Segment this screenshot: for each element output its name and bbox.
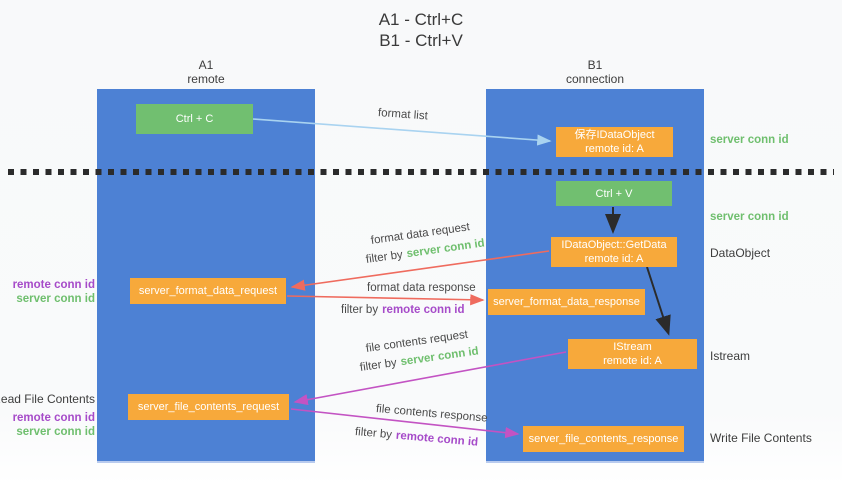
lane-header-b1: B1 connection [486,58,704,86]
node-server-file-contents-response: server_file_contents_response [523,426,684,452]
node-istream-line2: remote id: A [603,355,662,367]
node-server-format-data-response: server_format_data_response [488,289,645,315]
node-istream: IStream remote id: A [568,339,697,369]
node-server-file-contents-request: server_file_contents_request [128,394,289,420]
filter-keyword-server-conn-id: server conn id [405,237,486,261]
node-server-format-data-request-label: server_format_data_request [138,285,278,297]
lane-header-a1: A1 remote [97,58,315,86]
node-ctrl-c-label: Ctrl + C [175,113,214,125]
node-server-file-contents-response-label: server_file_contents_response [528,433,679,445]
annotation-dataobject: DataObject [710,246,771,260]
annotation-write-file-contents: Write File Contents [710,431,812,445]
node-ctrl-v-label: Ctrl + V [595,187,633,200]
filter-prefix: filter by [341,304,379,316]
lane-b1-title: B1 [587,58,603,72]
annotation-conn-ids-upper: remote conn id server conn id [0,278,95,306]
node-save-idataobject-line1: 保存IDataObject [574,129,655,141]
title-line-2: B1 - Ctrl+V [379,31,463,50]
annotation-conn-ids-lower: remote conn id server conn id [0,411,95,439]
arrow-format-data-response [286,294,485,306]
filter-keyword-remote-conn-id: remote conn id [395,429,479,449]
annotation-remote-conn-id-2: remote conn id [12,412,95,424]
node-idataobject-getdata: IDataObject::GetData remote id: A [551,237,677,267]
title-line-1: A1 - Ctrl+C [378,10,464,29]
label-format-list: format list [377,107,429,123]
node-istream-line1: IStream [613,341,652,353]
annotation-server-conn-id-top: server conn id [710,134,789,146]
label-format-data-response: format data response [367,282,476,294]
lane-a1-title: A1 [198,58,214,72]
filter-prefix: filter by [365,248,404,266]
annotation-server-conn-id-1: server conn id [16,293,95,305]
annotation-read-file-contents: Read File Contents [0,392,95,406]
dotted-divider [8,169,834,175]
filter-keyword-server-conn-id: server conn id [399,345,480,369]
filter-prefix: filter by [354,426,393,442]
annotation-istream: Istream [710,349,751,363]
annotation-server-conn-id-2: server conn id [16,426,95,438]
diagram-title: A1 - Ctrl+C B1 - Ctrl+V [0,9,842,51]
label-file-contents-response: file contents response [375,403,488,425]
annotation-remote-conn-id-1: remote conn id [12,279,95,291]
node-server-format-data-request: server_format_data_request [130,278,286,304]
lane-b1-subtitle: connection [565,72,625,86]
filter-keyword-remote-conn-id: remote conn id [382,304,465,316]
node-save-idataobject-line2: remote id: A [585,143,644,155]
node-ctrl-c: Ctrl + C [136,104,253,134]
node-ctrl-v: Ctrl + V [556,181,672,206]
node-save-idataobject: 保存IDataObject remote id: A [556,127,673,157]
lane-a1-subtitle: remote [187,72,225,86]
node-idataobject-getdata-line1: IDataObject::GetData [561,239,667,251]
annotation-server-conn-id-mid: server conn id [710,211,789,223]
filter-prefix: filter by [359,356,398,374]
node-idataobject-getdata-line2: remote id: A [584,253,644,265]
node-server-file-contents-request-label: server_file_contents_request [137,401,280,413]
node-server-format-data-response-label: server_format_data_response [493,296,640,308]
